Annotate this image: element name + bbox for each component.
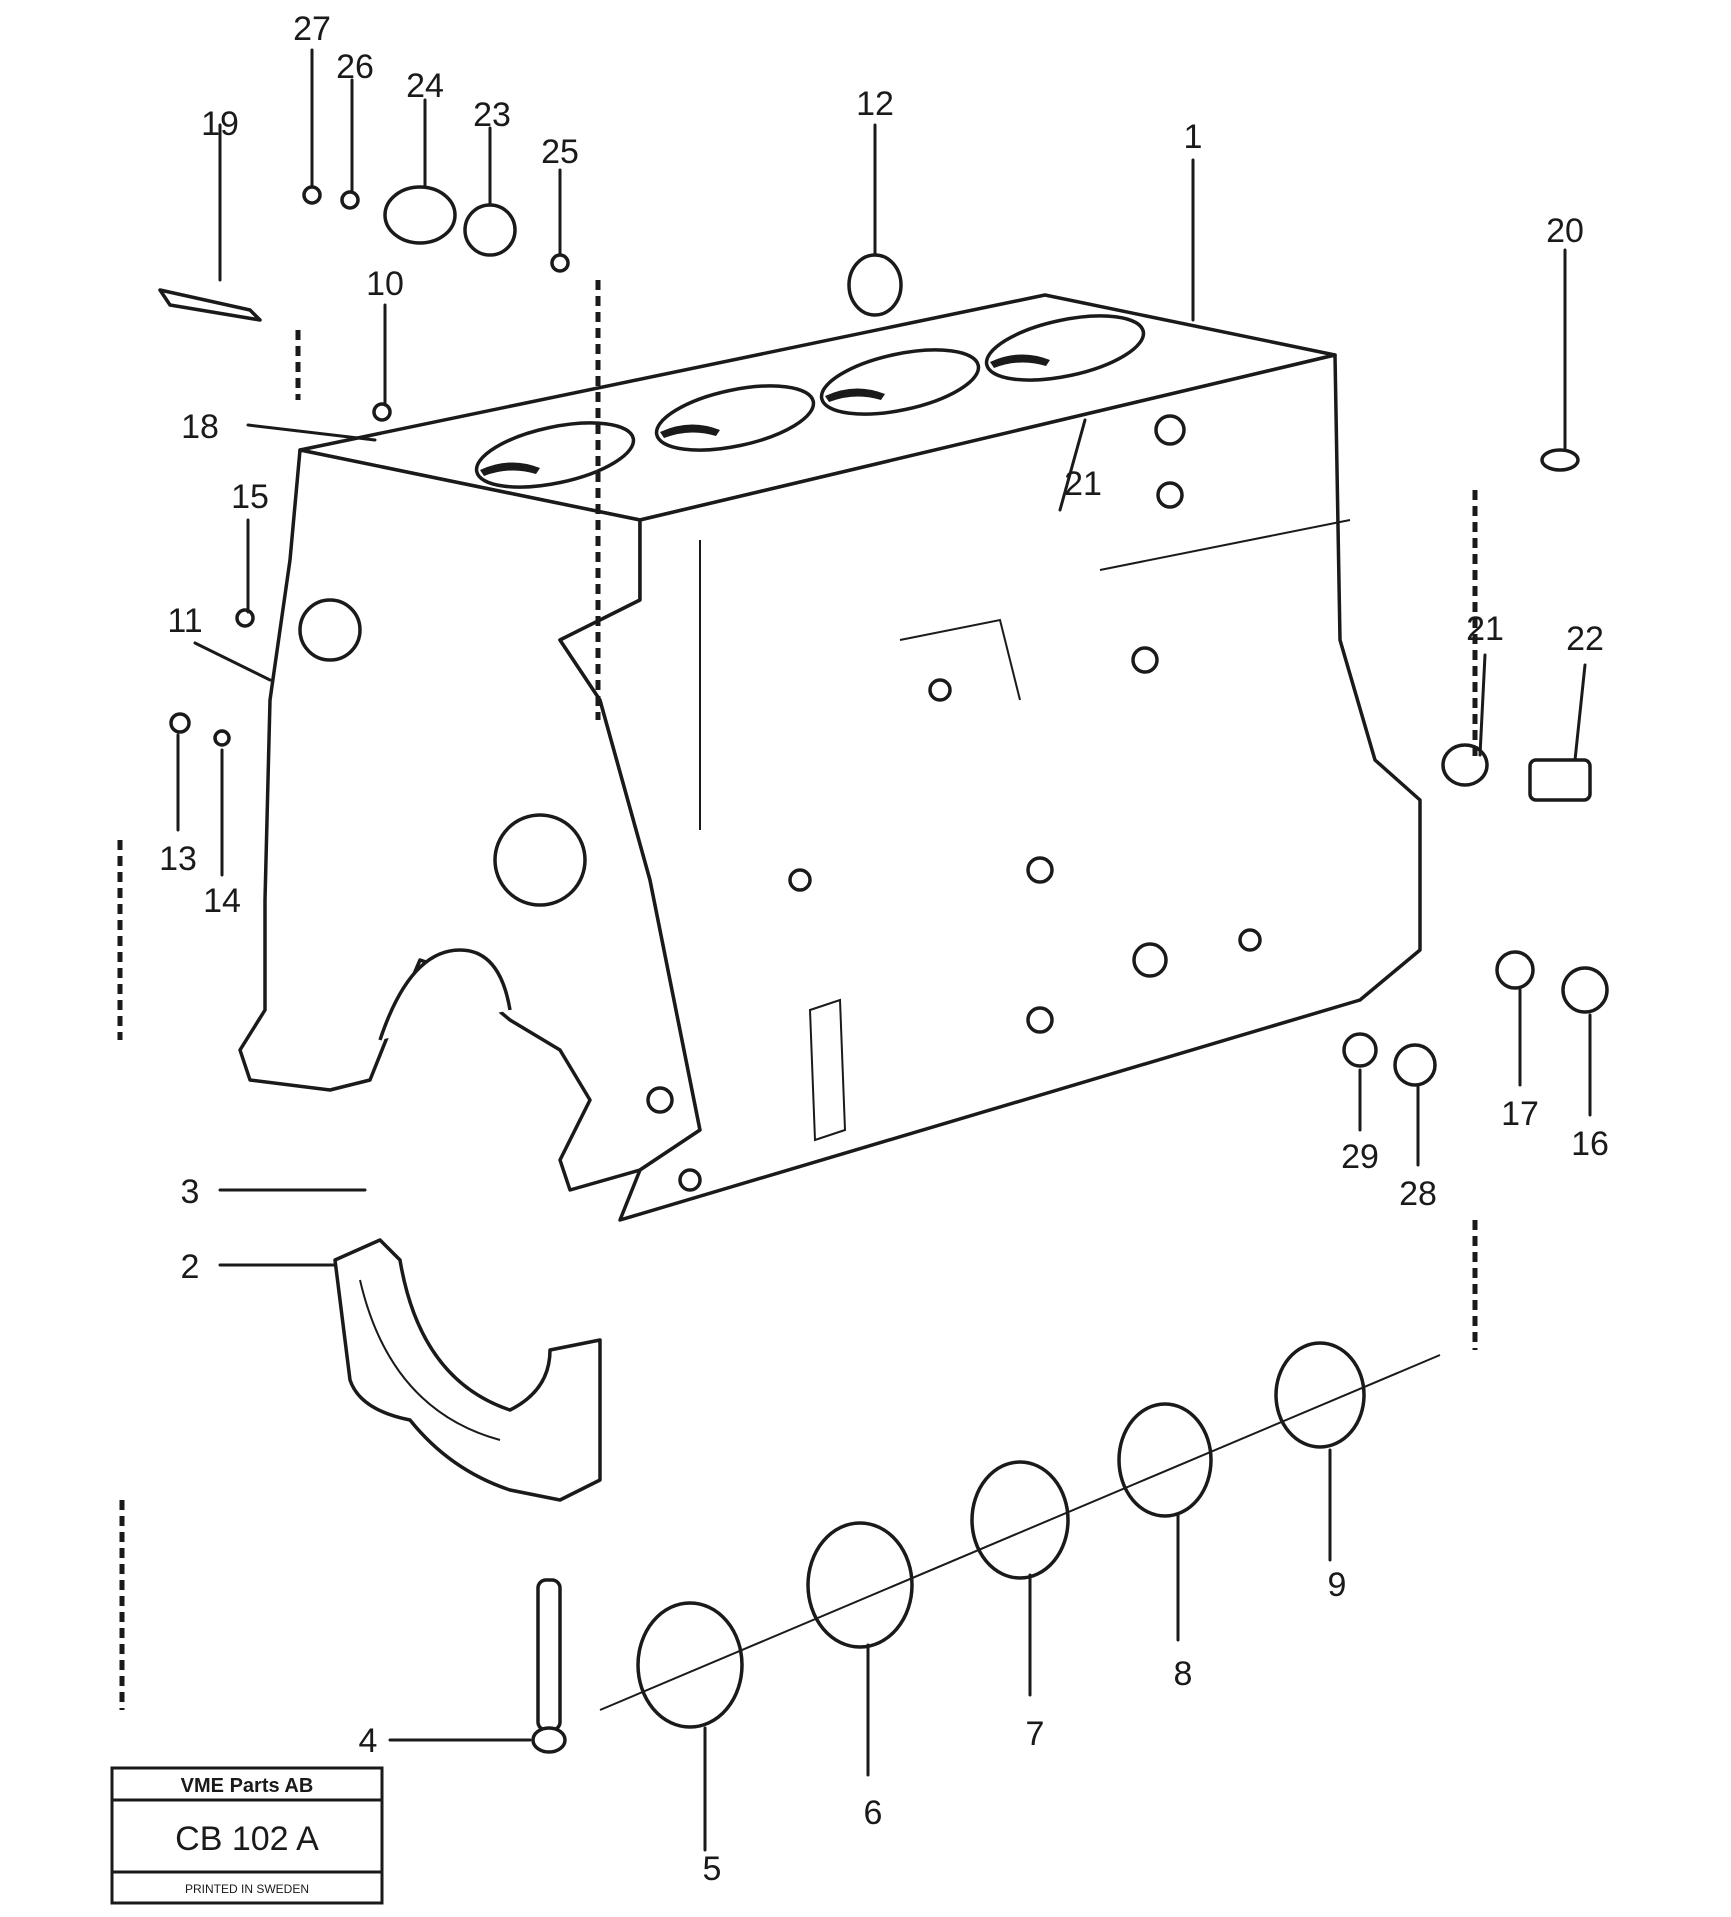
stamp-footer: PRINTED IN SWEDEN (185, 1882, 309, 1896)
callout-25: 25 (541, 133, 579, 171)
callout-5: 5 (703, 1850, 722, 1888)
callout-17: 17 (1501, 1095, 1539, 1133)
callout-22: 22 (1566, 620, 1604, 658)
callout-12: 12 (856, 85, 894, 123)
bearing-bolt (531, 1578, 567, 1754)
callout-29: 29 (1341, 1138, 1379, 1176)
callout-15: 15 (231, 478, 269, 516)
stamp-publisher: VME Parts AB (181, 1775, 314, 1797)
stamp-code: CB 102 A (175, 1820, 319, 1858)
callout-1: 1 (1184, 118, 1203, 156)
fittings (158, 185, 1609, 1087)
callout-19: 19 (201, 105, 239, 143)
callout-23: 23 (473, 96, 511, 134)
callout-20: 20 (1546, 212, 1584, 250)
callout-3: 3 (181, 1173, 200, 1211)
callout-2: 2 (181, 1248, 200, 1286)
callout-13: 13 (159, 840, 197, 878)
callout-6: 6 (864, 1794, 883, 1832)
callout-labels: 1 2 3 4 5 6 7 8 9 10 11 12 13 14 15 16 1… (159, 10, 1609, 1888)
callout-24: 24 (406, 67, 444, 105)
leader-lines (117, 48, 1592, 1852)
callout-4: 4 (359, 1722, 378, 1760)
callout-18: 18 (181, 408, 219, 446)
callout-21-right: 21 (1466, 610, 1504, 648)
camshaft-bushings (599, 1341, 1441, 1729)
callout-8: 8 (1174, 1655, 1193, 1693)
title-stamp: VME Parts AB CB 102 A PRINTED IN SWEDEN (110, 1766, 384, 1905)
callout-11: 11 (167, 602, 202, 640)
callout-28: 28 (1399, 1175, 1437, 1213)
callout-27: 27 (293, 10, 331, 48)
callout-9: 9 (1328, 1566, 1347, 1604)
main-bearing-cap (333, 1238, 602, 1502)
callout-10: 10 (366, 265, 404, 303)
cylinder-block (238, 293, 1422, 1222)
callout-7: 7 (1026, 1715, 1045, 1753)
callout-16: 16 (1571, 1125, 1609, 1163)
callout-14: 14 (203, 882, 241, 920)
callout-26: 26 (336, 48, 374, 86)
callout-21-top: 21 (1064, 465, 1102, 503)
